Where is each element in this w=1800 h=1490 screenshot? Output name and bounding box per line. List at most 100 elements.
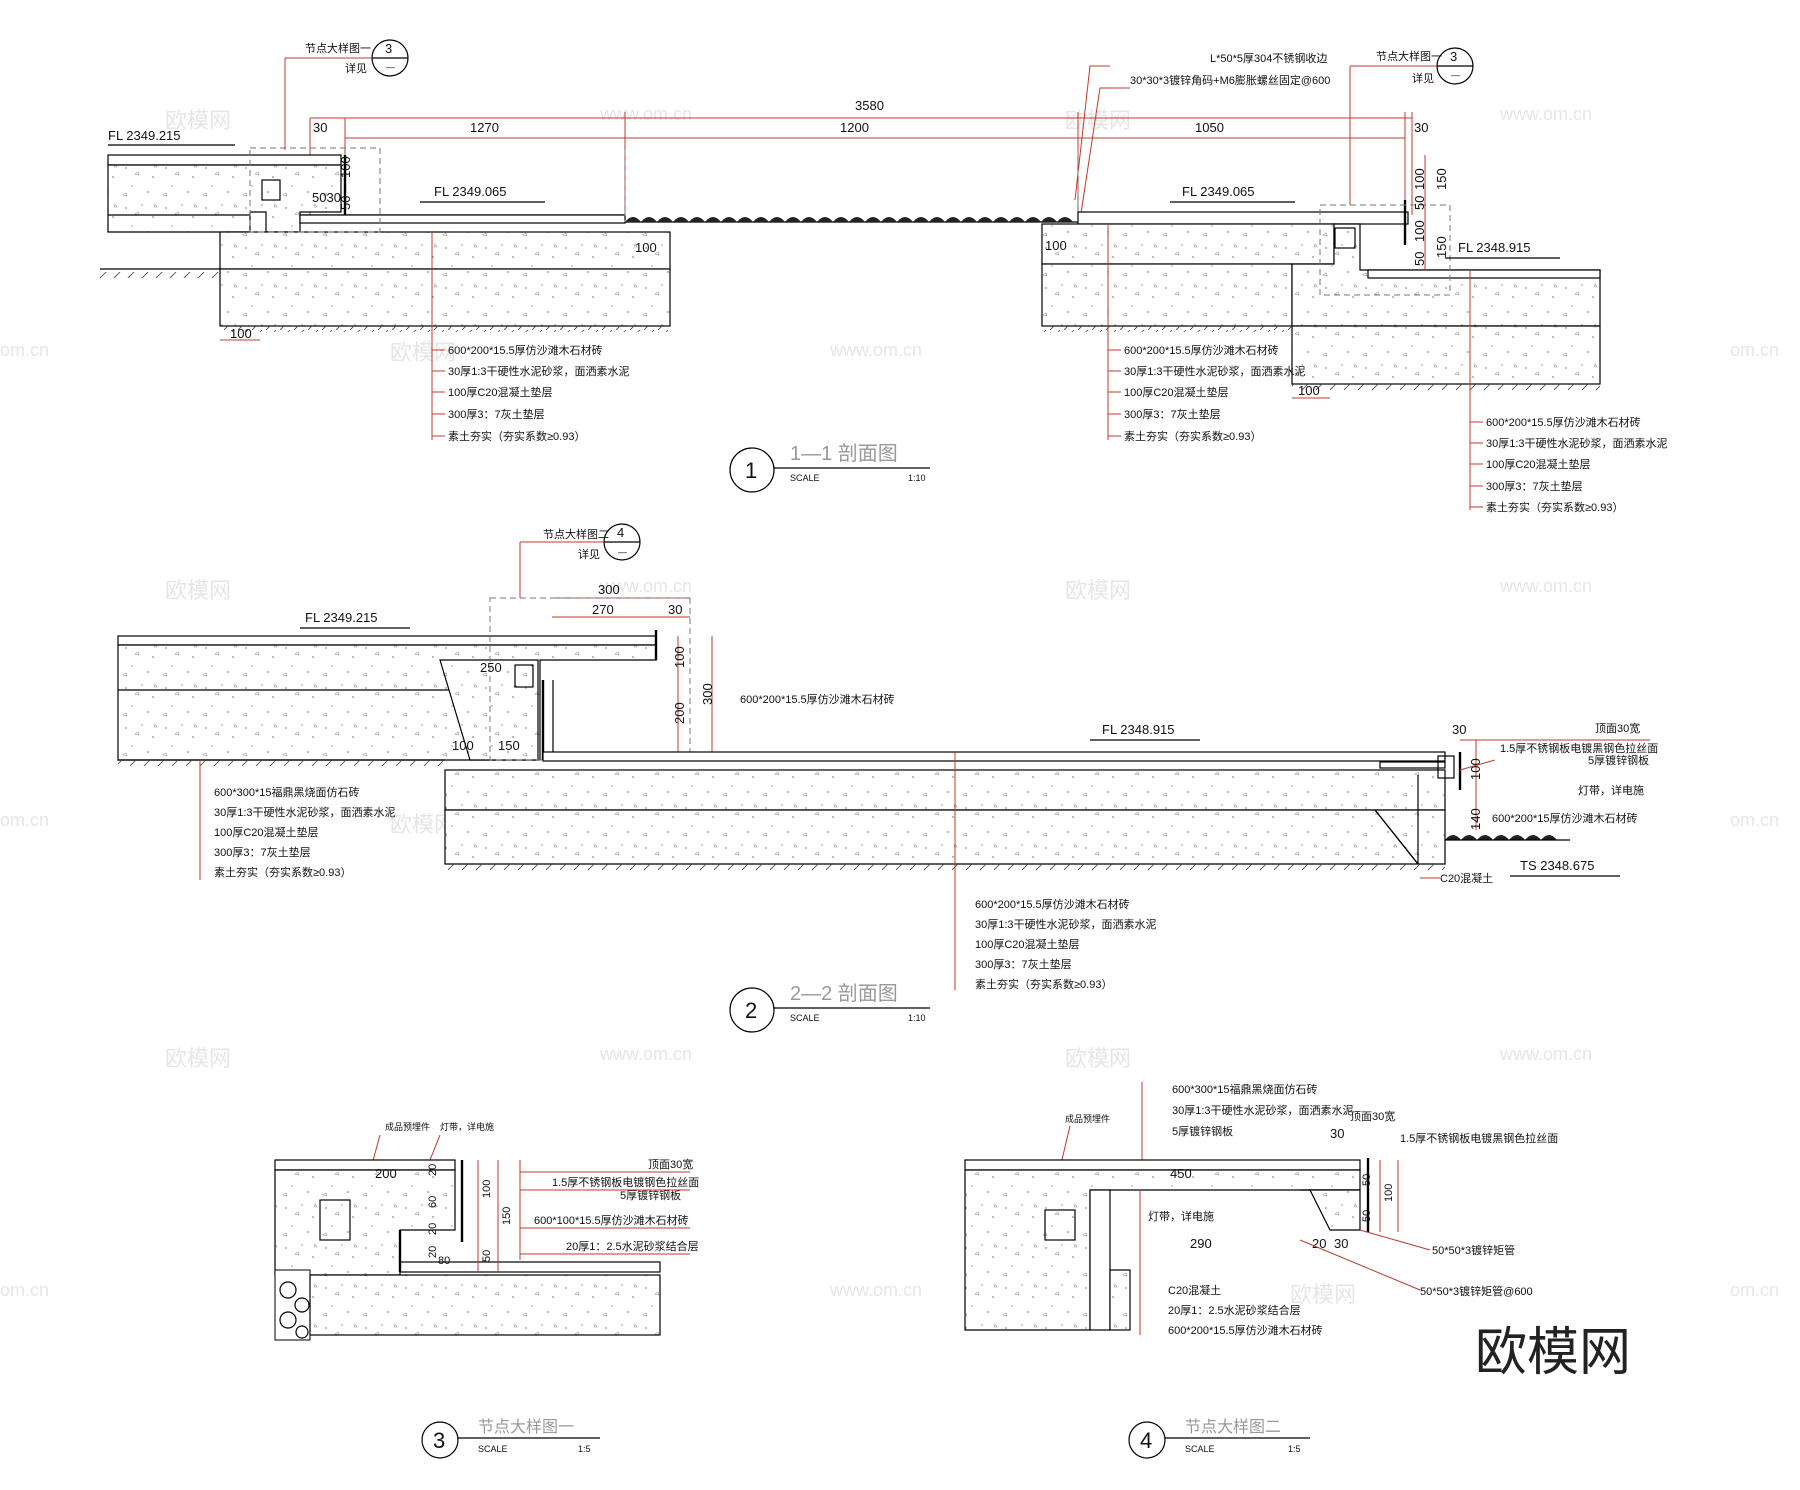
scale-value: 1:5 [1288, 1444, 1301, 1454]
label-tube: 50*50*3镀锌矩管 [1432, 1243, 1515, 1257]
watermark-brand: 欧模网 [1065, 109, 1131, 134]
watermark-site: om.cn [0, 340, 49, 360]
callout-label: 详见 [1412, 71, 1434, 85]
note-brick: 600*200*15厚仿沙滩木石材砖 [1492, 811, 1638, 825]
detail-4: 成品预埋件 600*300*15福鼎黑烧面仿石砖 30厚1:3干硬性水泥砂浆，面… [964, 1082, 1558, 1459]
label-top30: 顶面30宽 [648, 1157, 693, 1171]
layer-text: 素土夯实（夯实系数≥0.93） [975, 977, 1112, 991]
note-c20: C20混凝土 [1440, 871, 1493, 885]
dim-label: 30 [1334, 1236, 1348, 1251]
note-steel: 5厚镀锌钢板 [1588, 753, 1649, 767]
section-2-2: 节点大样图二 详见 4 — 300 270 30 FL 2349.215 250… [117, 523, 1658, 1033]
elevation-label: FL 2349.065 [434, 184, 507, 199]
dim-label: 100 [452, 738, 474, 753]
left-slab: FL 2349.215 FL 2349.065 100 50 5030 100 … [100, 128, 671, 341]
dim-label: 100 [1412, 220, 1427, 242]
watermark-site: www.om.cn [599, 576, 692, 596]
dim-label: 300 [700, 683, 715, 705]
note-edge-trim: L*50*5厚304不锈钢收边 [1210, 51, 1327, 65]
dim-label: 1270 [470, 120, 499, 135]
note-light: 灯带，详电施 [1578, 783, 1644, 797]
watermark-brand: 欧模网 [165, 1047, 231, 1072]
dim-label: 300 [598, 582, 620, 597]
scale-value: 1:5 [578, 1444, 591, 1454]
label-stone: 600*300*15福鼎黑烧面仿石砖 [1172, 1082, 1318, 1096]
title-number: 3 [433, 1428, 445, 1453]
logo-watermark: 欧模网 [1475, 1323, 1631, 1383]
layer-text: 素土夯实（夯实系数≥0.93） [448, 429, 585, 443]
label-embed: 成品预埋件 [385, 1121, 430, 1132]
scale-label: SCALE [1185, 1444, 1215, 1454]
watermark-site: om.cn [1730, 340, 1779, 360]
elevation-label: TS 2348.675 [1520, 858, 1594, 873]
layer-text: 素土夯实（夯实系数≥0.93） [1486, 500, 1623, 514]
dim-label: 100 [1412, 168, 1427, 190]
label-mortar: 30厚1:3干硬性水泥砂浆，面洒素水泥 [1172, 1103, 1354, 1117]
watermark-site: om.cn [0, 1280, 49, 1300]
layer-text: 600*200*15.5厚仿沙滩木石材砖 [1124, 343, 1279, 357]
watermark-site: www.om.cn [1499, 576, 1592, 596]
title-name: 节点大样图一 [478, 1418, 574, 1436]
label-tube: 50*50*3镀锌矩管@600 [1420, 1284, 1533, 1298]
detail-3: 成品预埋件 灯带，详电施 200 20 60 100 150 20 20 80 … [274, 1121, 699, 1459]
dim-label: 290 [1190, 1236, 1212, 1251]
watermark-site: om.cn [1730, 1280, 1779, 1300]
callout-label: 详见 [345, 61, 367, 75]
dim-label: 30 [1452, 722, 1466, 737]
dim-label: 20 [427, 1246, 439, 1258]
watermark-brand: 欧模网 [1065, 579, 1131, 604]
note-step: 600*200*15.5厚仿沙滩木石材砖 [740, 692, 895, 706]
elevation-label: FL 2349.065 [1182, 184, 1255, 199]
label-brick: 600*200*15.5厚仿沙滩木石材砖 [1168, 1323, 1323, 1337]
detail-title-4: 4 节点大样图二 SCALE 1:5 [1128, 1418, 1310, 1459]
dim-label: 200 [672, 702, 687, 724]
layer-text: 100厚C20混凝土垫层 [1486, 457, 1591, 471]
dim-label: 140 [1468, 808, 1483, 830]
layer-text: 30厚1:3干硬性水泥砂浆，面洒素水泥 [214, 805, 396, 819]
scale-label: SCALE [790, 1013, 820, 1023]
callout-left: 节点大样图一 详见 3 — [284, 39, 409, 150]
dimension-chain: 3580 30 1270 1200 1050 30 [309, 98, 1428, 215]
layer-legend-right: 600*200*15.5厚仿沙滩木石材砖 30厚1:3干硬性水泥砂浆，面洒素水泥… [1469, 270, 1668, 514]
layer-text: 600*200*15.5厚仿沙滩木石材砖 [1486, 415, 1641, 429]
callout-sub: — [618, 547, 627, 557]
title-name: 2—2 剖面图 [790, 982, 898, 1005]
watermark-site: www.om.cn [1499, 104, 1592, 124]
watermark-site: www.om.cn [599, 104, 692, 124]
callout-label: 节点大样图一 [1376, 49, 1442, 63]
elevation-label: FL 2348.915 [1458, 240, 1531, 255]
layer-text: 600*300*15福鼎黑烧面仿石砖 [214, 785, 360, 799]
callout-number: 3 [385, 41, 392, 56]
dim-label: 50 [1361, 1174, 1373, 1186]
callout-right: 节点大样图一 详见 3 — [1349, 47, 1474, 205]
note-steel: 1.5厚不锈钢板电镀黑钢色拉丝面 [1500, 741, 1658, 755]
dim-label: 100 [1298, 383, 1320, 398]
layer-text: 100厚C20混凝土垫层 [975, 937, 1080, 951]
callout-label: 节点大样图一 [305, 41, 371, 55]
label-light: 灯带，详电施 [440, 1121, 494, 1132]
dim-label: 30 [1330, 1126, 1344, 1141]
watermark-site: www.om.cn [599, 1044, 692, 1064]
note-top30: 顶面30宽 [1595, 721, 1640, 735]
dim-label: 450 [1170, 1166, 1192, 1181]
dim-label: 100 [481, 1180, 493, 1198]
dim-label: 30 [1414, 120, 1428, 135]
dim-total: 3580 [855, 98, 884, 113]
label-mortar: 20厚1：2.5水泥砂浆结合层 [566, 1239, 699, 1253]
callout-sub: — [386, 62, 395, 72]
scale-value: 1:10 [908, 1013, 926, 1023]
dim-label: 150 [1434, 236, 1449, 258]
dim-label: 20 [427, 1223, 439, 1235]
dim-label: 250 [480, 660, 502, 675]
title-name: 1—1 剖面图 [790, 442, 898, 465]
dim-label: 1050 [1195, 120, 1224, 135]
dim-label: 150 [501, 1207, 513, 1225]
dim-label: 200 [375, 1166, 397, 1181]
watermark-site: om.cn [0, 810, 49, 830]
scale-label: SCALE [478, 1444, 508, 1454]
layer-text: 30厚1:3干硬性水泥砂浆，面洒素水泥 [1486, 436, 1668, 450]
section-1-1: 节点大样图一 详见 3 — 节点大样图一 详见 3 — L*50*5厚304不锈… [100, 39, 1668, 514]
right-slab: FL 2349.065 FL 2348.915 100 100 100 150 … [1041, 155, 1601, 399]
callout-sub: — [1451, 70, 1460, 80]
